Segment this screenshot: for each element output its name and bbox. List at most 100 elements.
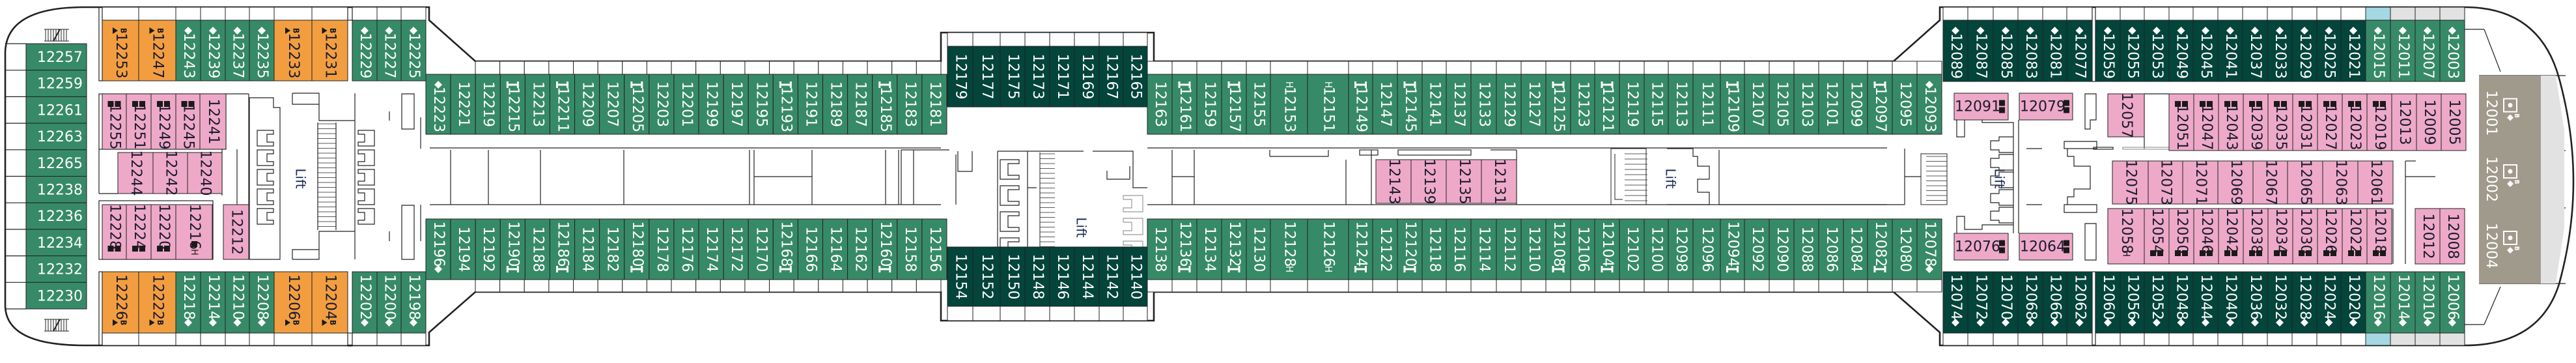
cabin[interactable]: 12199: [698, 74, 724, 135]
cabin[interactable]: 12244: [117, 151, 154, 196]
cabin[interactable]: 12213: [524, 74, 550, 135]
cabin[interactable]: 12139: [1410, 159, 1447, 205]
cabin[interactable]: 12038: [2243, 208, 2269, 265]
cabin[interactable]: 12263: [25, 123, 87, 151]
cabin[interactable]: 12092: [1744, 218, 1770, 280]
cabin[interactable]: 12109: [1720, 74, 1745, 135]
cabin[interactable]: 12238: [25, 176, 87, 203]
cabin[interactable]: 12008: [2439, 208, 2465, 265]
cabin[interactable]: 12160: [872, 218, 898, 280]
cabin[interactable]: 12014: [2390, 271, 2416, 334]
cabin[interactable]: 12064: [2019, 233, 2073, 261]
cabin[interactable]: 12102: [1619, 218, 1645, 280]
cabin[interactable]: 12235: [249, 20, 275, 81]
cabin[interactable]: 12044: [2192, 271, 2219, 334]
cabin[interactable]: 12076: [1953, 233, 2009, 261]
cabin[interactable]: 12200: [376, 271, 402, 334]
cabin[interactable]: 12071: [2182, 160, 2219, 205]
cabin[interactable]: 12113: [1668, 74, 1694, 135]
cabin[interactable]: 12177: [972, 46, 1001, 108]
cabin[interactable]: 12101: [1818, 74, 1844, 135]
cabin[interactable]: 12224: [126, 204, 152, 260]
cabin[interactable]: 12084: [1843, 218, 1868, 280]
cabin[interactable]: 12081: [2042, 20, 2067, 82]
cabin[interactable]: 12150: [1000, 246, 1026, 307]
cabin[interactable]: 12091: [1953, 93, 2009, 121]
cabin[interactable]: 12228: [102, 204, 127, 260]
cabin[interactable]: 12088: [1793, 218, 1819, 280]
cabin[interactable]: 12223: [425, 74, 451, 135]
cabin[interactable]: 12097: [1867, 74, 1893, 135]
cabin[interactable]: 12240: [187, 151, 223, 196]
cabin[interactable]: 12166: [797, 218, 824, 280]
cabin[interactable]: 12046: [2193, 208, 2219, 265]
cabin[interactable]: 12078: [1916, 218, 1942, 280]
cabin[interactable]: 12143: [1375, 159, 1412, 205]
cabin[interactable]: 12192: [475, 218, 501, 280]
cabin[interactable]: 12168: [772, 218, 798, 280]
cabin[interactable]: 12136: [1171, 218, 1197, 280]
cabin[interactable]: 12122: [1372, 218, 1398, 280]
cabin[interactable]: 12087: [1967, 20, 1994, 82]
cabin[interactable]: 12229: [352, 20, 378, 81]
cabin[interactable]: 12174: [698, 218, 724, 280]
cabin[interactable]: 12191: [797, 74, 824, 135]
cabin[interactable]: 12010: [2415, 271, 2441, 334]
cabin[interactable]: 12265: [25, 149, 87, 177]
cabin[interactable]: 12120: [1397, 218, 1423, 280]
cabin[interactable]: 12026: [2317, 208, 2343, 265]
cabin[interactable]: 12118: [1421, 218, 1447, 280]
cabin[interactable]: 12107: [1744, 74, 1770, 135]
cabin[interactable]: 12189: [822, 74, 848, 135]
cabin[interactable]: 12099: [1843, 74, 1868, 135]
cabin[interactable]: 12009: [2416, 93, 2442, 151]
cabin[interactable]: 12242: [152, 151, 188, 196]
cabin[interactable]: 12105: [1769, 74, 1795, 135]
cabin[interactable]: 12012: [2415, 208, 2441, 265]
cabin[interactable]: 12083: [2017, 20, 2043, 82]
cabin[interactable]: 12065: [2287, 160, 2323, 205]
cabin[interactable]: 12162: [847, 218, 873, 280]
cabin[interactable]: 12186: [549, 218, 576, 280]
cabin[interactable]: 12110: [1520, 218, 1547, 280]
cabin[interactable]: 12245: [175, 93, 201, 150]
cabin[interactable]: 12147: [1372, 74, 1398, 135]
cabin[interactable]: 12221: [450, 74, 476, 135]
cabin[interactable]: 12215: [499, 74, 525, 135]
cabin[interactable]: 12016: [2365, 271, 2391, 334]
cabin[interactable]: 12047: [2193, 93, 2219, 151]
cabin[interactable]: 12202: [352, 271, 378, 334]
cabin[interactable]: 12108: [1545, 218, 1571, 280]
cabin[interactable]: 12106: [1570, 218, 1595, 280]
cabin[interactable]: 12121: [1594, 74, 1620, 135]
cabin[interactable]: 12041: [2217, 20, 2243, 82]
cabin[interactable]: 12180: [624, 218, 650, 280]
cabin[interactable]: 12148: [1024, 246, 1050, 307]
cabin[interactable]: 12159: [1196, 74, 1222, 135]
cabin[interactable]: 12134: [1196, 218, 1222, 280]
cabin[interactable]: 12045: [2192, 20, 2219, 82]
cabin[interactable]: 12042: [2218, 208, 2244, 265]
cabin[interactable]: 12219: [475, 74, 501, 135]
cabin[interactable]: 12140: [1123, 246, 1148, 307]
cabin[interactable]: 12115: [1644, 74, 1669, 135]
cabin[interactable]: 12100: [1644, 218, 1669, 280]
cabin[interactable]: 12075: [2112, 160, 2149, 205]
cabin[interactable]: 12181: [921, 74, 947, 135]
cabin[interactable]: 12211: [549, 74, 576, 135]
cabin[interactable]: 12062: [2066, 271, 2093, 334]
cabin[interactable]: 12060: [2095, 271, 2121, 334]
cabin[interactable]: 12210: [225, 271, 250, 334]
cabin[interactable]: 12188: [524, 218, 550, 280]
cabin[interactable]: 12086: [1818, 218, 1844, 280]
cabin[interactable]: 12055: [2120, 20, 2145, 82]
cabin[interactable]: 12130: [1246, 218, 1271, 280]
cabin[interactable]: 12063: [2322, 160, 2359, 205]
cabin[interactable]: 12196: [425, 218, 451, 280]
cabin[interactable]: 12051: [2168, 93, 2194, 151]
